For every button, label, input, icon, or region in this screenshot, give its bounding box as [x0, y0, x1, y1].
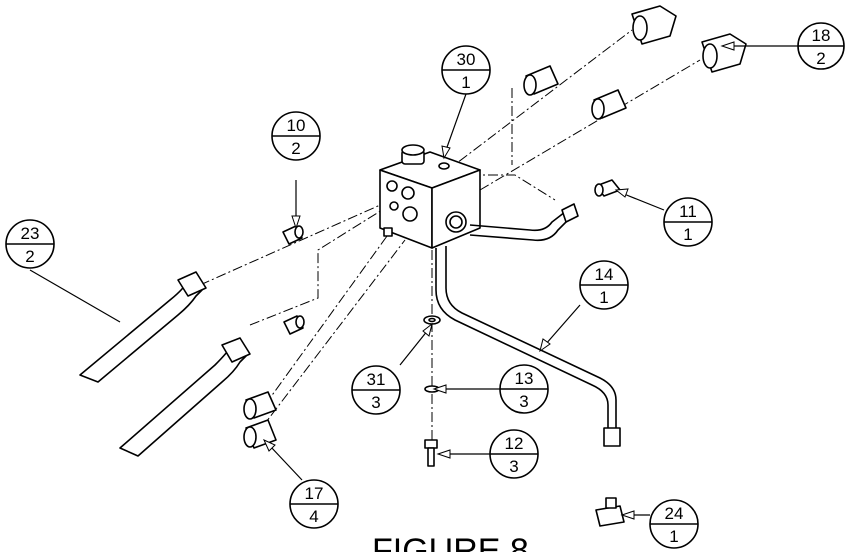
callout-18-part: 18: [812, 26, 831, 45]
callout-10-part: 10: [287, 116, 306, 135]
callout-30-qty: 1: [461, 73, 470, 92]
callout-17-qty: 4: [309, 507, 318, 526]
callout-13: 13 3: [499, 364, 549, 414]
callout-18: 18 2: [797, 22, 845, 70]
callout-11: 11 1: [663, 197, 713, 247]
callout-30-part: 30: [457, 50, 476, 69]
callout-13-qty: 3: [519, 392, 528, 411]
callout-14-part: 14: [595, 265, 614, 284]
callout-30: 30 1: [441, 45, 491, 95]
bolt-12: [424, 439, 438, 467]
callout-24-qty: 1: [669, 527, 678, 546]
fitting-18-upper-elbow: [631, 5, 677, 45]
figure-title: FIGURE 8: [372, 532, 529, 552]
fitting-17-b: [243, 419, 277, 449]
leader-lines: [29, 41, 798, 520]
callout-31-part: 31: [367, 370, 386, 389]
callout-10: 10 2: [271, 111, 321, 161]
callout-23: 23 2: [5, 219, 55, 269]
callout-23-part: 23: [21, 224, 40, 243]
pipe-14: [435, 246, 621, 447]
fitting-24: [595, 497, 625, 527]
hose-23-upper: [79, 271, 207, 383]
fitting-10-upper: [282, 225, 304, 245]
valve-block-30: [379, 144, 481, 249]
callout-14: 14 1: [579, 260, 629, 310]
callout-12-qty: 3: [509, 457, 518, 476]
washer-31: [423, 315, 441, 325]
callout-18-qty: 2: [816, 49, 825, 68]
fitting-11: [594, 179, 621, 197]
callout-10-qty: 2: [291, 139, 300, 158]
callout-12-part: 12: [505, 434, 524, 453]
fitting-18-lower-elbow: [701, 33, 747, 73]
callout-31-qty: 3: [371, 393, 380, 412]
callout-24: 24 1: [649, 499, 699, 549]
fitting-18-lower-nut: [591, 89, 627, 120]
callout-17: 17 4: [289, 479, 339, 529]
callout-31: 31 3: [351, 365, 401, 415]
callout-13-part: 13: [515, 369, 534, 388]
fitting-18-upper-nut: [523, 65, 559, 96]
callout-11-qty: 1: [683, 225, 692, 244]
hose-23-lower: [119, 337, 251, 457]
callout-23-qty: 2: [25, 247, 34, 266]
callout-11-part: 11: [679, 202, 697, 221]
callout-14-qty: 1: [599, 288, 608, 307]
fitting-10-lower: [283, 315, 305, 335]
callout-17-part: 17: [305, 484, 324, 503]
pipe-to-11: [469, 203, 579, 242]
callout-12: 12 3: [489, 429, 539, 479]
fitting-17-a: [243, 391, 277, 420]
callout-24-part: 24: [665, 504, 684, 523]
